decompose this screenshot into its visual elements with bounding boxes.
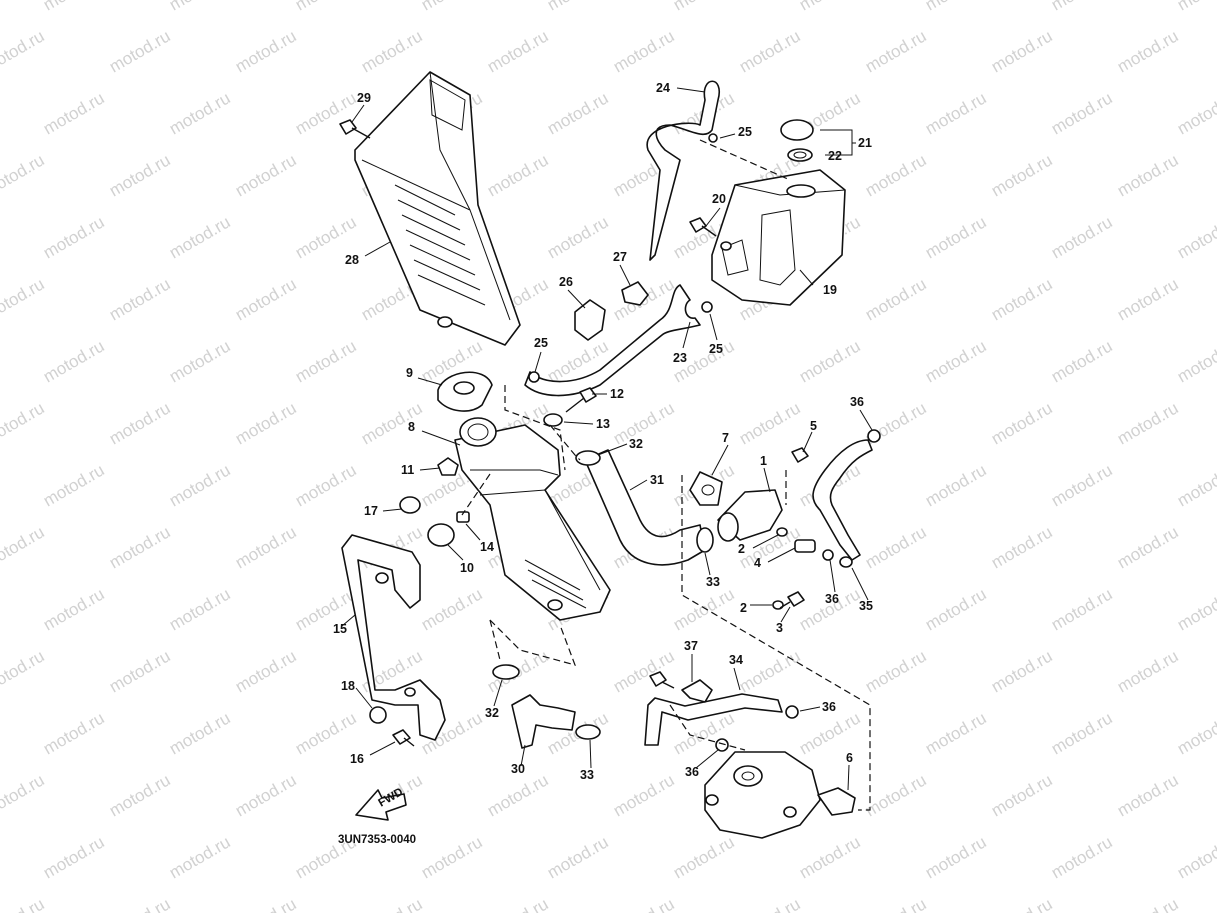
callout-34: 34 [729, 653, 743, 667]
callout-31: 31 [650, 473, 664, 487]
callout-25-left: 25 [534, 336, 548, 350]
clip-36a-part [867, 429, 881, 443]
callout-3: 3 [776, 621, 783, 635]
callout-7: 7 [722, 431, 729, 445]
callout-13: 13 [596, 417, 610, 431]
callout-16: 16 [350, 752, 364, 766]
bolt-37-part [649, 671, 675, 689]
callout-17: 17 [364, 504, 378, 518]
tank-cap-part [780, 119, 814, 141]
nut-18-part [369, 706, 387, 724]
callout-32-top: 32 [629, 437, 643, 451]
callout-15: 15 [333, 622, 347, 636]
tank-cap-gasket-part [787, 148, 813, 162]
clip-35-end-part [839, 556, 853, 568]
hose-clamp-32-lower-part [492, 664, 520, 680]
callout-29: 29 [357, 91, 371, 105]
callout-22: 22 [828, 149, 842, 163]
callout-18: 18 [341, 679, 355, 693]
callout-labels: 29 28 24 25 21 22 20 19 27 26 23 25 25 9… [333, 81, 873, 846]
callout-19: 19 [823, 283, 837, 297]
callout-2-low: 2 [740, 601, 747, 615]
callout-24: 24 [656, 81, 670, 95]
callout-36-top: 36 [850, 395, 864, 409]
hose-clamp-32-upper-part [575, 450, 601, 466]
clip-36c-part [785, 705, 799, 719]
radiator-hose-31-part [584, 449, 706, 566]
diagram-code: 3UN7353-0040 [338, 834, 416, 846]
overflow-hose-part [524, 284, 701, 397]
callout-8: 8 [408, 420, 415, 434]
reservoir-tank-part [711, 169, 846, 306]
clip-36b-part [822, 549, 834, 561]
callout-37: 37 [684, 639, 698, 653]
radiator-cap-part [437, 371, 493, 412]
washer-13-part [543, 413, 563, 427]
hose-clamp-33-upper-part [696, 527, 714, 553]
clip-25a-part [528, 371, 540, 383]
callout-21: 21 [858, 136, 872, 150]
damper-17-part [399, 496, 421, 514]
callout-32-low: 32 [485, 706, 499, 720]
bolt-29-part [339, 119, 371, 139]
callout-28: 28 [345, 253, 359, 267]
callout-26: 26 [559, 275, 573, 289]
callout-4: 4 [754, 556, 761, 570]
callout-25-top: 25 [738, 125, 752, 139]
gasket-7-part [689, 471, 723, 506]
callout-33-low: 33 [580, 768, 594, 782]
clip-11-part [437, 457, 459, 476]
bolt-20-part [689, 217, 717, 237]
thermostat-cover-part [717, 489, 783, 542]
washer-2a-part [776, 527, 788, 537]
callout-33-top: 33 [706, 575, 720, 589]
grommet-10-part [427, 523, 455, 547]
callout-6: 6 [846, 751, 853, 765]
callout-36-right: 36 [822, 700, 836, 714]
clip-25b-part [701, 301, 713, 313]
callout-20: 20 [712, 192, 726, 206]
hose-clamp-26-part [574, 299, 606, 341]
callout-2-top: 2 [738, 542, 745, 556]
callout-10: 10 [460, 561, 474, 575]
bolt-16-part [392, 729, 415, 747]
hose-clamp-33-lower-part [575, 724, 601, 740]
callout-12: 12 [610, 387, 624, 401]
coolant-pipe-part [644, 693, 783, 746]
callout-23: 23 [673, 351, 687, 365]
union-4-part [794, 539, 816, 553]
radiator-part [454, 417, 611, 621]
callout-27: 27 [613, 250, 627, 264]
breather-pipe-part [646, 80, 721, 261]
leader-lines [341, 87, 873, 791]
bolt-12-part [565, 387, 597, 413]
collar-14-part [456, 511, 470, 523]
callout-11: 11 [401, 463, 414, 477]
callout-36-low: 36 [685, 765, 699, 779]
radiator-hose-30-part [511, 694, 576, 749]
callout-9: 9 [406, 366, 413, 380]
callout-35: 35 [859, 599, 873, 613]
hose-clamp-27-part [621, 281, 649, 306]
assembly-lines [461, 139, 871, 811]
callout-36-mid: 36 [825, 592, 839, 606]
fwd-arrow-icon: FWD [355, 786, 407, 821]
bypass-hose-part [812, 439, 873, 561]
bolt-5-part [791, 447, 809, 463]
temperature-sensor-part [817, 787, 856, 816]
callout-30: 30 [511, 762, 525, 776]
callout-25-right: 25 [709, 342, 723, 356]
clip-25c-part [708, 133, 718, 143]
cylinder-head-part [704, 751, 821, 839]
bolt-3-part [779, 591, 805, 609]
radiator-bracket-part [341, 534, 446, 741]
clip-36d-part [715, 738, 729, 752]
pipe-clamp-37-part [681, 679, 713, 703]
callout-1: 1 [760, 454, 767, 468]
callout-5: 5 [810, 419, 817, 433]
radiator-cover-part [354, 71, 521, 346]
callout-14: 14 [480, 540, 494, 554]
